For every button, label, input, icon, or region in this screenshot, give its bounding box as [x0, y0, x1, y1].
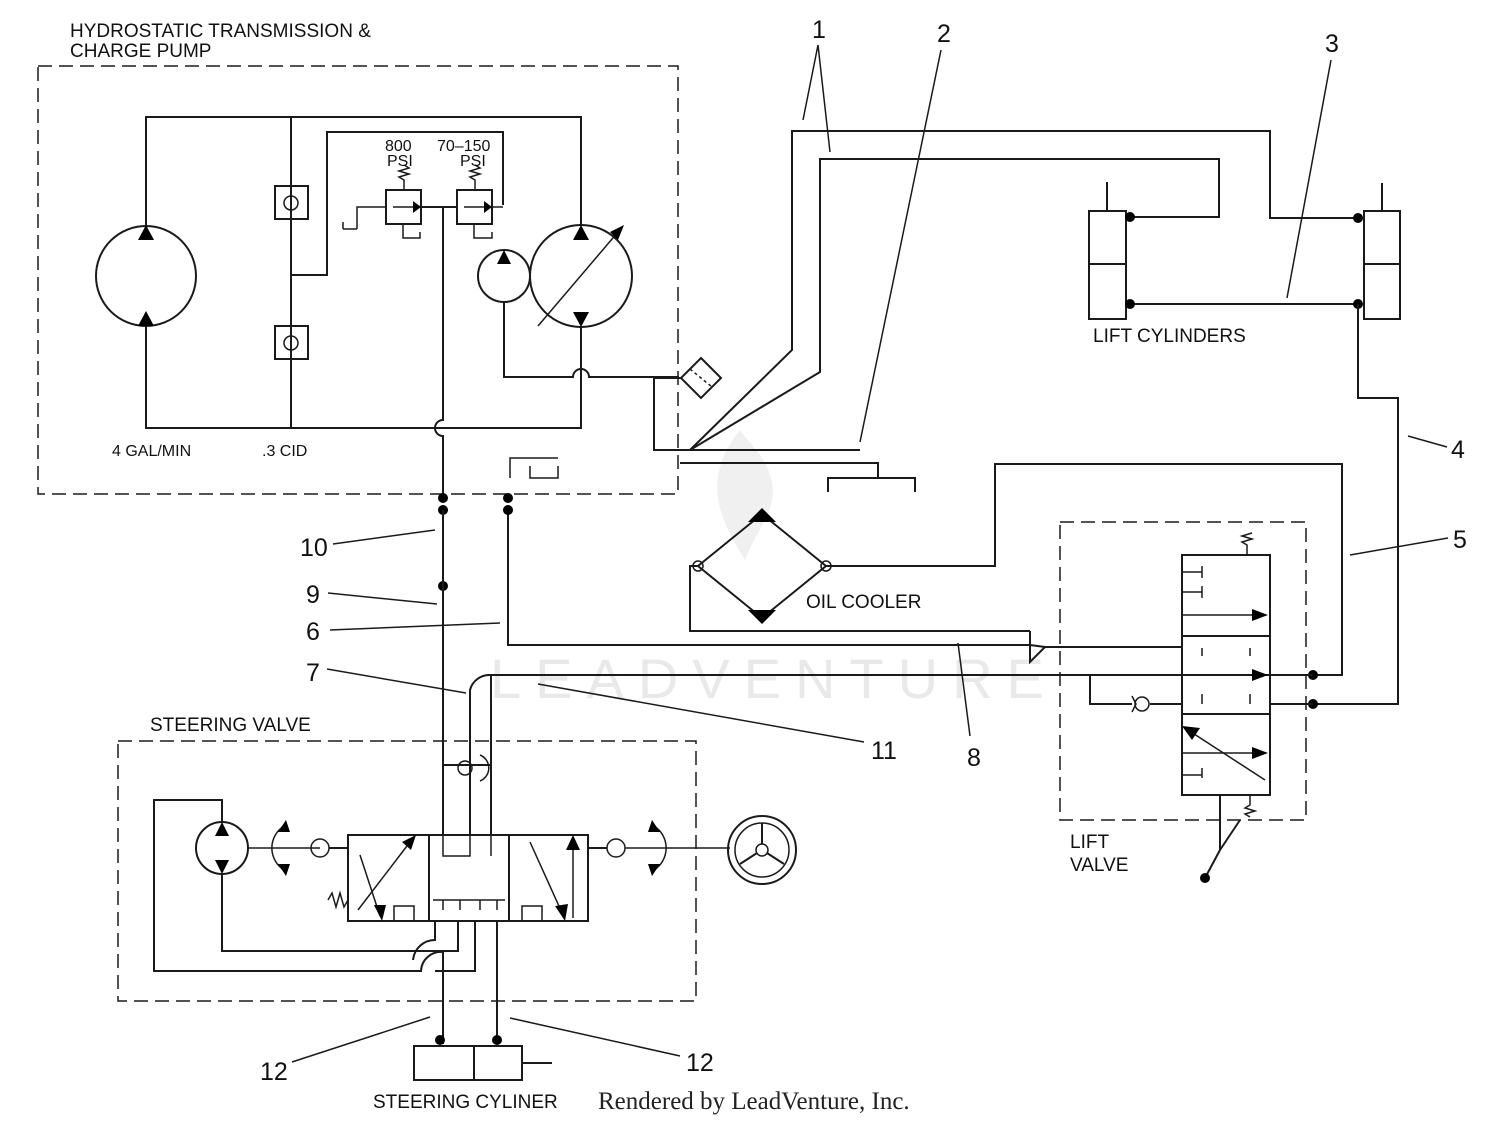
- psi-70-150-value: 70–150: [437, 138, 490, 155]
- callout-11: 11: [871, 737, 897, 765]
- check-valve-top: [274, 185, 309, 220]
- watermark: LEADVENTURE: [490, 430, 1058, 710]
- lift-check-valve: [1131, 695, 1150, 713]
- charge-pump: [477, 249, 531, 303]
- relief-valve-70-150psi: [456, 164, 503, 239]
- callout-9: 9: [306, 581, 320, 609]
- steering-check-valve: [443, 754, 491, 782]
- psi-800-value: 800: [385, 138, 412, 155]
- callout-10: 10: [300, 534, 328, 562]
- callout-7: 7: [306, 659, 320, 687]
- watermark-text: LEADVENTURE: [490, 647, 1058, 710]
- steering-cylinder-label: STEERING CYLINER: [373, 1092, 558, 1113]
- steering-wheel-icon: [727, 815, 797, 885]
- callout-12-right: 12: [686, 1049, 714, 1077]
- check-valve-bottom: [274, 325, 309, 360]
- lift-valve: [1181, 532, 1271, 879]
- callout-3: 3: [1325, 30, 1339, 58]
- variable-displacement-pump: [529, 224, 633, 328]
- callout-6: 6: [306, 618, 320, 646]
- oil-cooler-label: OIL COOLER: [806, 592, 921, 613]
- psi-800-unit: PSI: [387, 153, 413, 170]
- psi-70-150-unit: PSI: [460, 153, 486, 170]
- hst-title-line1: HYDROSTATIC TRANSMISSION &: [70, 21, 371, 42]
- lift-cylinders-label: LIFT CYLINDERS: [1093, 326, 1246, 347]
- callout-4: 4: [1451, 436, 1465, 464]
- filter: [679, 356, 723, 400]
- flow-rate-label: 4 GAL/MIN: [112, 443, 191, 460]
- callout-8: 8: [967, 744, 981, 772]
- lift-valve-label-line1: LIFT: [1070, 832, 1109, 853]
- steering-cylinder: [413, 1045, 552, 1081]
- callout-1: 1: [812, 16, 826, 44]
- credit-text: Rendered by LeadVenture, Inc.: [598, 1088, 910, 1115]
- lift-cylinder-right: [1363, 183, 1401, 320]
- relief-valve-800psi: [342, 164, 422, 239]
- oil-cooler: [692, 508, 832, 624]
- displacement-label: .3 CID: [262, 443, 307, 460]
- steering-valve-label: STEERING VALVE: [150, 715, 311, 736]
- hst-title-line2: CHARGE PUMP: [70, 41, 211, 62]
- hydrostatic-motor: [95, 225, 197, 327]
- callout-5: 5: [1453, 526, 1467, 554]
- lift-cylinder-left: [1088, 182, 1127, 320]
- callout-12-left: 12: [260, 1058, 288, 1086]
- steering-valve-boundary: [117, 740, 697, 1002]
- hst-boundary: [37, 65, 679, 495]
- callout-2: 2: [937, 20, 951, 48]
- steering-motor: [195, 820, 320, 876]
- steering-valve-body: [327, 834, 589, 922]
- lift-valve-label-line2: VALVE: [1070, 855, 1128, 876]
